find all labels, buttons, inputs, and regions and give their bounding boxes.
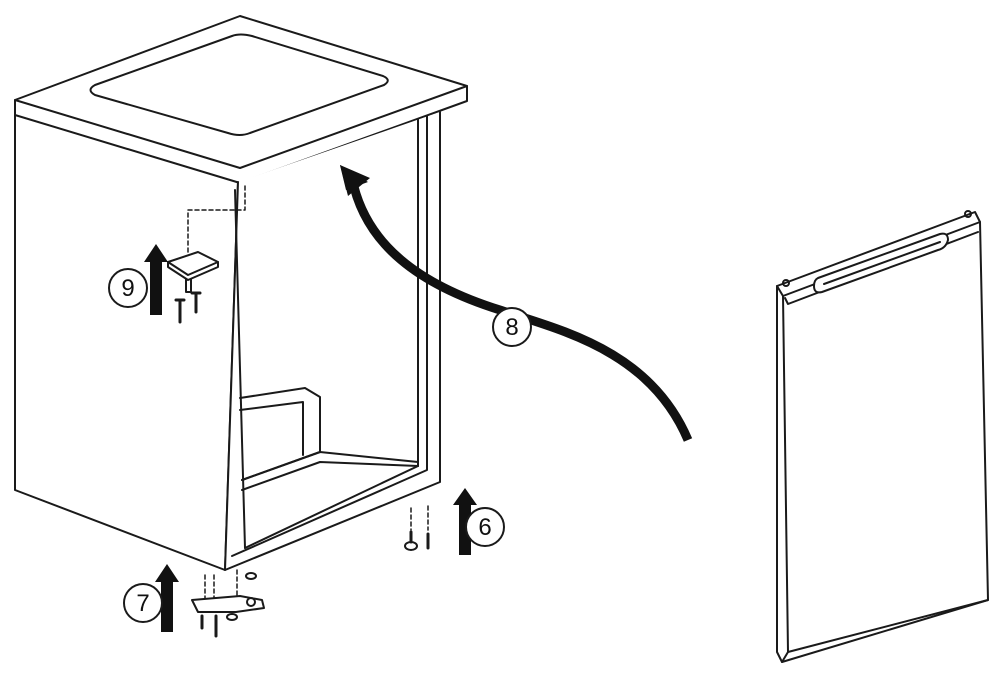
door-pin-hole xyxy=(782,279,790,287)
foot-screws xyxy=(404,505,430,551)
hinge-washer xyxy=(245,572,257,580)
door-pin-hole xyxy=(964,210,972,218)
screw-icon xyxy=(190,291,202,314)
door-panel xyxy=(776,211,989,663)
lower-hinge-bracket xyxy=(191,595,265,613)
curved-arrow-icon xyxy=(347,177,693,442)
svg-text:9: 9 xyxy=(121,275,134,302)
step-label-8: 8 xyxy=(492,307,532,347)
cabinet-top-panel xyxy=(14,15,468,184)
cabinet-side-panel xyxy=(14,107,239,571)
fridge-cabinet xyxy=(14,15,468,571)
upper-hinge-assembly xyxy=(167,185,246,324)
cabinet-front-frame xyxy=(224,111,441,571)
screw-icon xyxy=(200,614,218,638)
step-label-9: 9 xyxy=(108,268,148,308)
screw-icon xyxy=(174,298,186,324)
lower-hinge-assembly xyxy=(191,569,265,638)
fridge-door xyxy=(776,210,989,663)
step-label-7: 7 xyxy=(123,583,163,623)
svg-text:6: 6 xyxy=(478,514,491,541)
up-arrow-icon xyxy=(155,564,179,632)
upper-hinge-pin xyxy=(185,278,192,293)
step-label-6: 6 xyxy=(465,507,505,547)
svg-text:7: 7 xyxy=(136,590,149,617)
up-arrow-icon xyxy=(144,244,168,315)
hinge-washer xyxy=(226,613,238,621)
svg-text:8: 8 xyxy=(505,314,518,341)
top-recess xyxy=(89,33,389,136)
step-8-arrow xyxy=(340,165,693,442)
